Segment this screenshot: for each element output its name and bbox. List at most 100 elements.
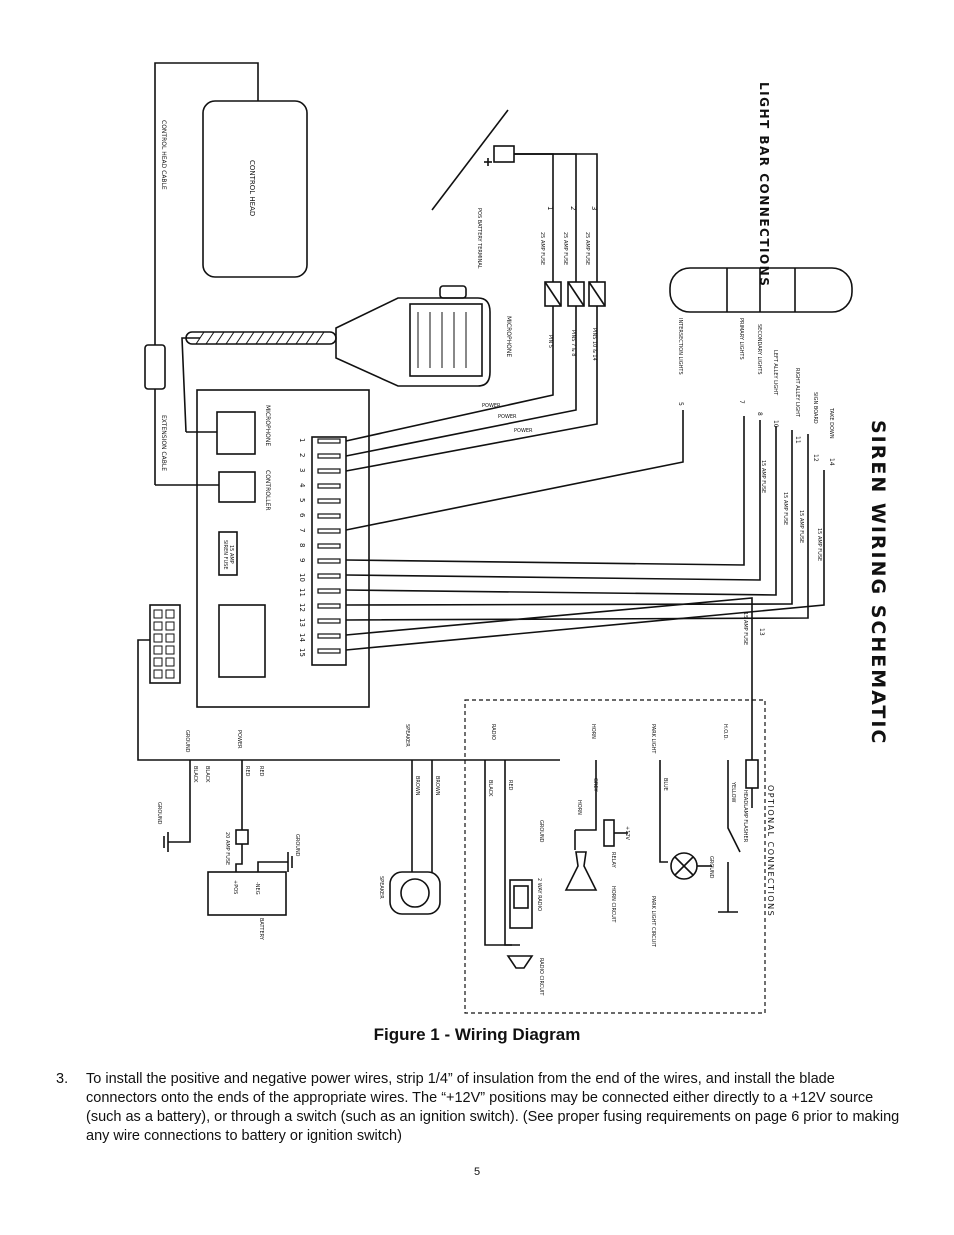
- output-fuse-label: 15 AMP FUSE: [782, 492, 788, 525]
- output-pin: 10: [772, 420, 779, 428]
- feed-fuse-label: 25 AMP FUSE: [584, 232, 590, 265]
- battery-label: BATTERY: [258, 918, 264, 941]
- terminal-number: 4: [298, 483, 306, 488]
- fuse-20amp: [235, 829, 249, 845]
- two-way-radio-label: 2 WAY RADIO: [536, 878, 542, 911]
- microphone-cord: [185, 331, 337, 345]
- wire-color-label: RED: [244, 766, 250, 777]
- terminal-contact: [317, 573, 341, 579]
- feed-fuse-label: 25 AMP FUSE: [562, 232, 568, 265]
- output-label: SIGN BOARD: [812, 392, 818, 424]
- terminal-number: 15: [298, 648, 306, 657]
- terminal-number: 14: [298, 633, 306, 642]
- battery-pos: +POS: [232, 880, 238, 894]
- feed-fuse-label: 25 AMP FUSE: [539, 232, 545, 265]
- horn-circuit-label: HORN CIRCUIT: [610, 886, 616, 923]
- speaker-icon: [389, 871, 441, 915]
- ground-label: GROUND: [156, 802, 162, 825]
- park-light-circuit-label: PARK LIGHT CIRCUIT: [650, 896, 656, 948]
- siren-fuse-amp: 15 AMP: [228, 545, 234, 564]
- terminal-contact: [317, 483, 341, 489]
- pin-label: PINS 10 & 14: [591, 328, 597, 361]
- output-label: SECONDARY LIGHTS: [756, 324, 762, 375]
- terminal-number: 11: [298, 588, 306, 597]
- terminal-number: 6: [298, 513, 306, 518]
- output-pin: 5: [677, 402, 684, 406]
- ground-label: GROUND: [294, 834, 300, 857]
- power-label: POWER: [514, 428, 533, 434]
- microphone-icon: [335, 297, 491, 387]
- wire-color-label: BROWN: [434, 776, 440, 796]
- battery-neg: -NEG: [254, 882, 260, 895]
- control-head-cable: [154, 62, 259, 345]
- output-label: RIGHT ALLEY LIGHT: [794, 368, 800, 418]
- radio-circuit-label: RADIO CIRCUIT: [538, 958, 544, 996]
- terminal-number: 7: [298, 528, 306, 532]
- step-number: 3.: [56, 1071, 69, 1087]
- pin-label: PIN 5: [547, 335, 553, 348]
- extension-cable-label: EXTENSION CABLE: [160, 415, 167, 471]
- optional-input-label: PARK LIGHT: [650, 724, 656, 754]
- terminal-number: 2: [298, 453, 306, 457]
- battery-terminal-line: [431, 109, 509, 211]
- wire-color-label: GREY: [592, 778, 598, 793]
- power-input-label: POWER: [236, 730, 242, 749]
- wire-color-label: BLACK: [192, 766, 198, 783]
- relay-icon: [603, 819, 615, 847]
- power-label: POWER: [482, 403, 501, 409]
- terminal-contact: [317, 438, 341, 444]
- terminal-number: 1: [298, 438, 306, 442]
- output-pin: 11: [794, 436, 801, 444]
- control-head-cable-label: CONTROL HEAD CABLE: [160, 120, 167, 190]
- pin13-fuse-label: 15 AMP FUSE: [742, 612, 748, 645]
- ground-input-label: GROUND: [184, 730, 190, 753]
- power-label: POWER: [498, 414, 517, 420]
- speaker-input-label: SPEAKER: [404, 724, 410, 747]
- page-number: 5: [473, 1166, 481, 1178]
- terminal-contact: [317, 588, 341, 594]
- terminal-contact: [317, 603, 341, 609]
- siren-fuse-box: [218, 531, 238, 576]
- terminal-number: 12: [298, 603, 306, 612]
- terminal-contact: [317, 513, 341, 519]
- ground-label: GROUND: [708, 856, 714, 879]
- wire-color-label: RED: [258, 766, 264, 777]
- terminal-strip: [311, 436, 347, 666]
- optional-connections-box: [464, 699, 766, 1014]
- optional-connections-title: OPTIONAL CONNECTIONS: [766, 785, 775, 917]
- schematic-title: SIREN WIRING SCHEMATIC: [867, 420, 889, 745]
- terminal-contact: [317, 453, 341, 459]
- terminal-contact: [317, 528, 341, 534]
- optional-input-label: H.O.D.: [722, 724, 728, 740]
- output-pin: 12: [812, 454, 819, 462]
- control-head-box: [202, 100, 308, 278]
- pos-battery-terminal-label: POS BATTERY TERMINAL: [476, 208, 482, 269]
- output-label: INTERSECTION LIGHTS: [677, 318, 683, 375]
- connector-plug: [149, 604, 181, 684]
- wire-color-label: BLACK: [487, 780, 493, 797]
- terminal-number: 3: [298, 468, 306, 472]
- controller-block: [218, 604, 266, 678]
- pin13-label: 13: [758, 628, 765, 636]
- output-label: PRIMARY LIGHTS: [738, 318, 744, 360]
- microphone-port-label: MICROPHONE: [264, 405, 271, 446]
- radio-speaker-icon: [506, 955, 534, 969]
- wire-color-label: BROWN: [414, 776, 420, 796]
- terminal-number: 8: [298, 543, 306, 547]
- two-way-radio-icon: [509, 879, 533, 929]
- output-fuse-label: 15 AMP FUSE: [816, 528, 822, 561]
- wire-color-label: YELLOW: [730, 781, 736, 803]
- headlamp-flasher-label: HEADLAMP FLASHER: [742, 790, 748, 843]
- terminal-contact: [317, 648, 341, 654]
- microphone-label: MICROPHONE: [505, 316, 512, 357]
- horn-label: HORN: [576, 800, 582, 815]
- cable-connector: [144, 344, 166, 390]
- terminal-contact: [317, 498, 341, 504]
- light-bar: [669, 267, 853, 313]
- terminal-contact: [317, 618, 341, 624]
- output-label: LEFT ALLEY LIGHT: [772, 350, 778, 396]
- terminal-contact: [317, 543, 341, 549]
- relay-label: RELAY: [610, 852, 616, 869]
- terminal-number: 9: [298, 558, 306, 562]
- pos-battery-terminal: [493, 145, 515, 163]
